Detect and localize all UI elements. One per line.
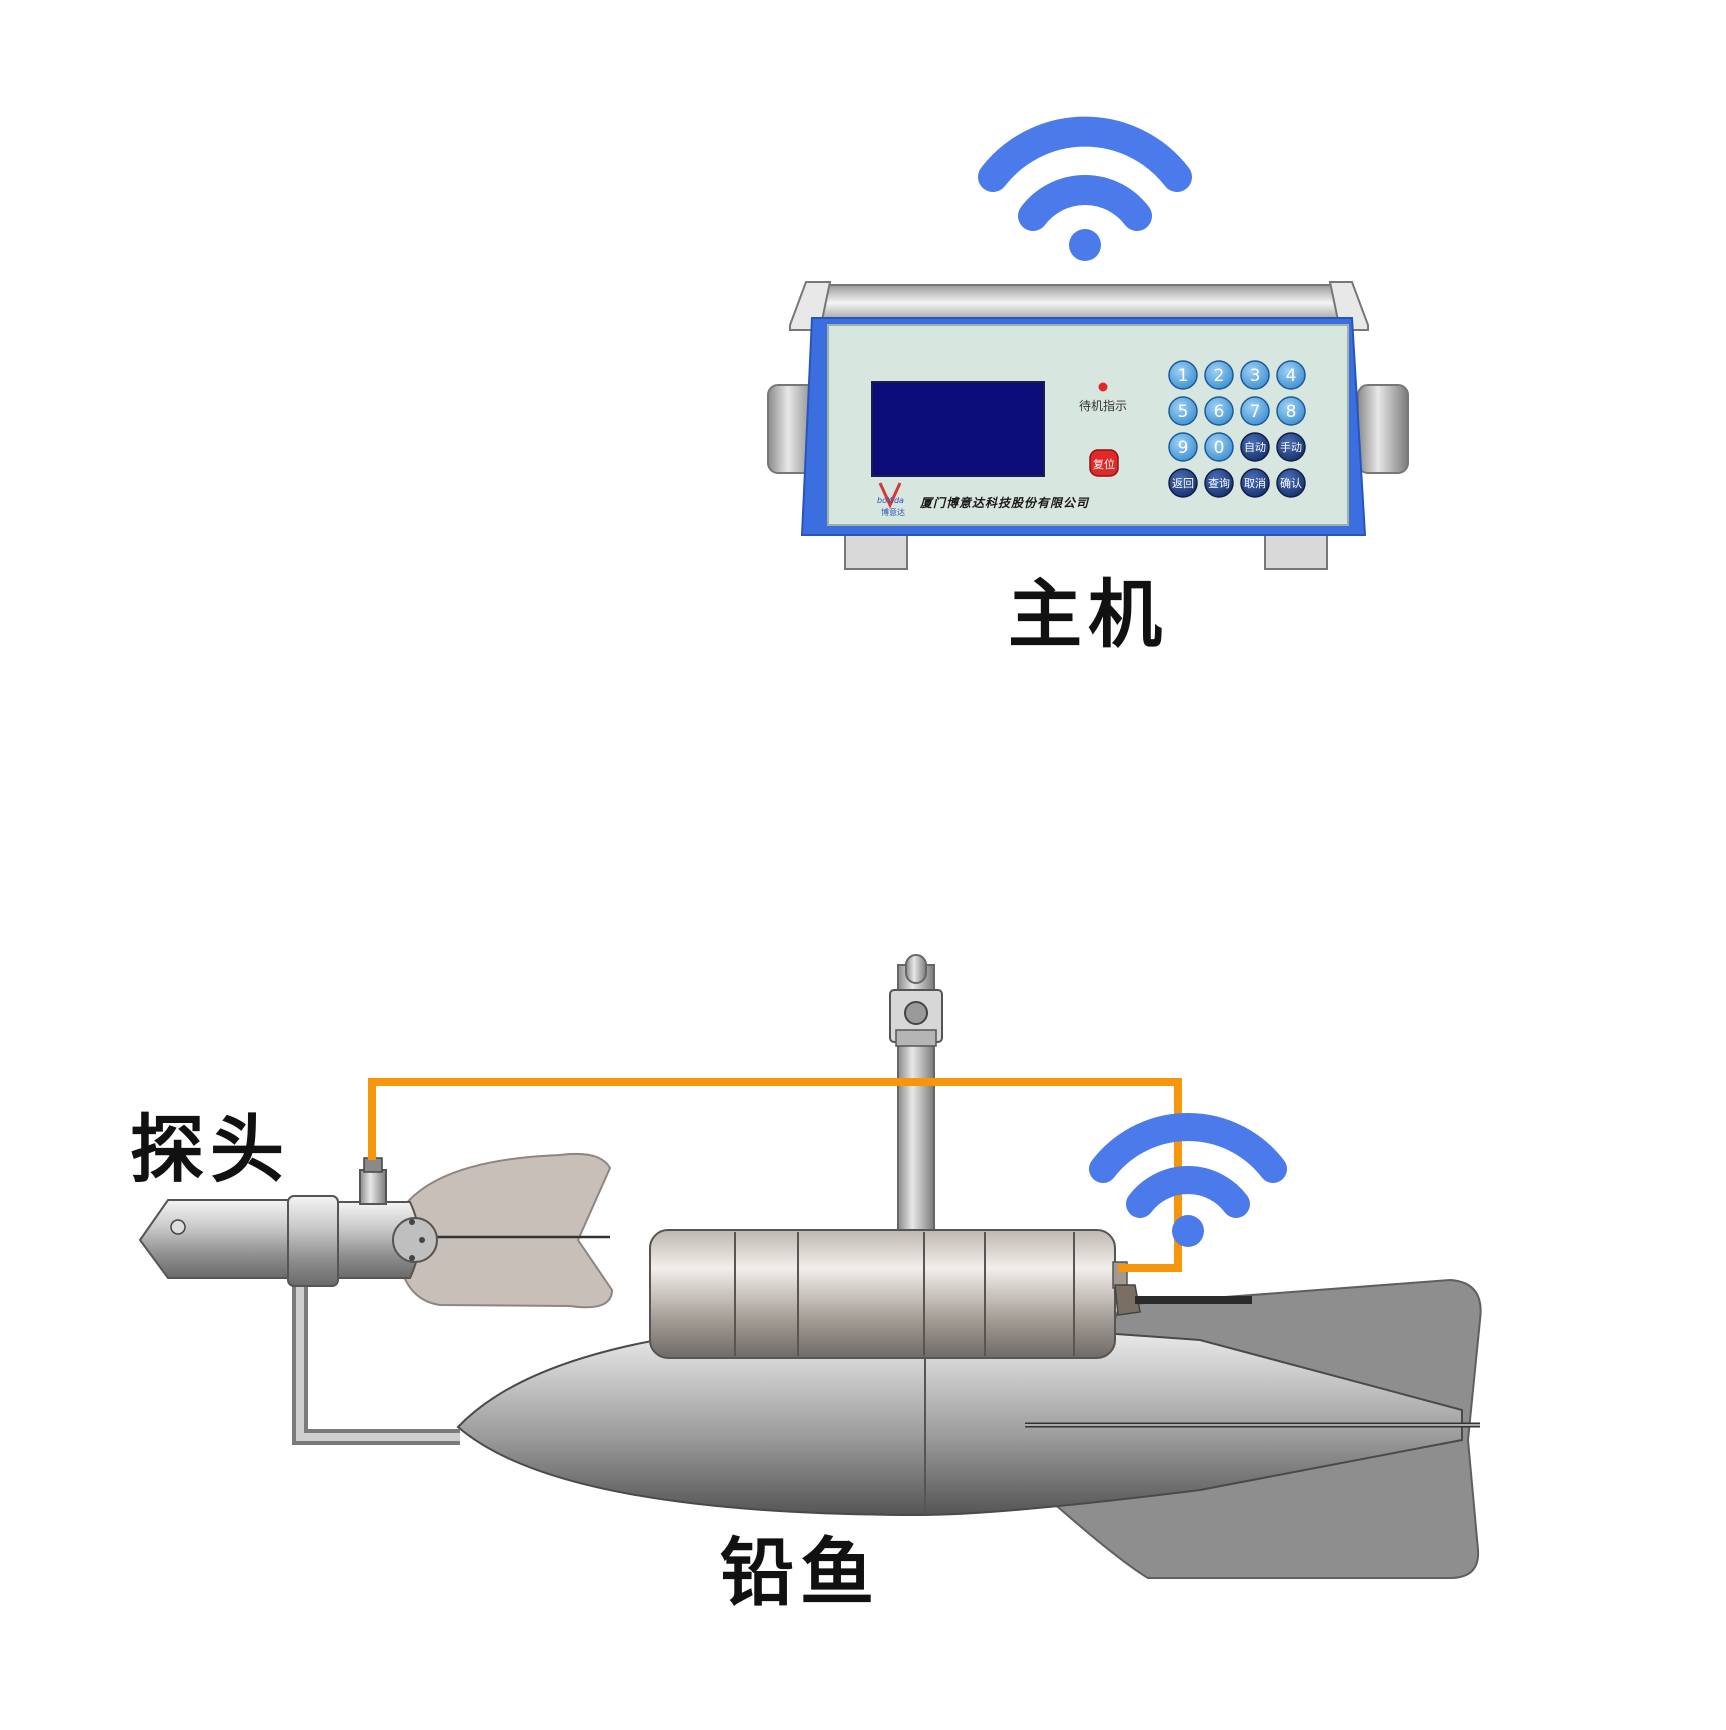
keypad-key-body[interactable]	[1204, 360, 1234, 390]
keypad-key-body[interactable]	[1168, 468, 1198, 498]
keypad-key-label: 1	[1178, 366, 1189, 386]
wifi-dot	[1069, 229, 1101, 261]
probe-nose	[138, 1199, 301, 1279]
keypad-key-body[interactable]	[1276, 360, 1306, 390]
keypad-key-body[interactable]	[1240, 396, 1270, 426]
host-label: 主机	[1008, 572, 1168, 658]
wifi-icon	[1089, 1113, 1287, 1247]
keypad-key[interactable]: 1	[1168, 360, 1198, 390]
probe-hub-dot	[409, 1219, 415, 1225]
keypad-key-body[interactable]	[1204, 468, 1234, 498]
keypad-key-body[interactable]	[1240, 360, 1270, 390]
foot-right	[1264, 534, 1328, 570]
probe-connector-post	[359, 1169, 387, 1205]
keypad-key[interactable]: 4	[1276, 360, 1306, 390]
probe-connector-nut	[363, 1157, 383, 1173]
keypad-key[interactable]: 确认	[1276, 468, 1306, 498]
wifi-arc-outer	[1089, 1113, 1287, 1183]
clamp-bolt	[904, 1001, 928, 1025]
keypad-key-body[interactable]	[1276, 396, 1306, 426]
keypad-key-body[interactable]	[1276, 468, 1306, 498]
keypad-key-body[interactable]	[1168, 360, 1198, 390]
keypad-key-label: 9	[1178, 438, 1189, 458]
logo-sub-text: 博意达	[881, 507, 905, 517]
probe-hub	[392, 1217, 438, 1263]
reset-button-body[interactable]	[1089, 449, 1119, 477]
keypad-key-body[interactable]	[1276, 432, 1306, 462]
keypad-key-label: 自动	[1244, 441, 1266, 454]
probe-fin	[397, 1152, 614, 1309]
reset-button-label: 复位	[1093, 457, 1115, 471]
clamp-base	[895, 1029, 937, 1047]
logo-mark	[878, 482, 902, 509]
keypad-key[interactable]: 9	[1168, 432, 1198, 462]
foot-left	[844, 534, 908, 570]
keypad-key-label: 7	[1250, 402, 1261, 422]
keypad-key[interactable]: 手动	[1276, 432, 1306, 462]
keypad-key-label: 5	[1178, 402, 1189, 422]
keypad-key-body[interactable]	[1168, 396, 1198, 426]
keypad-key[interactable]: 7	[1240, 396, 1270, 426]
company-name: 厦门博意达科技股份有限公司	[919, 496, 1090, 510]
cylinder-end-cap	[1114, 1284, 1141, 1316]
keypad-key[interactable]: 查询	[1204, 468, 1234, 498]
probe-support-tube-highlight	[296, 1270, 460, 1441]
keypad-key[interactable]: 0	[1204, 432, 1234, 462]
keypad-key-body[interactable]	[1168, 432, 1198, 462]
keypad-key[interactable]: 8	[1276, 396, 1306, 426]
keypad-key-label: 6	[1214, 402, 1225, 422]
standby-label: 待机指示	[1079, 398, 1127, 413]
logo-text: boYida	[877, 496, 904, 505]
signal-cable	[368, 1078, 1182, 1272]
probe-clamp	[287, 1195, 339, 1287]
wifi-dot	[1172, 1215, 1204, 1247]
probe-label: 探头	[130, 1107, 290, 1193]
keypad-key[interactable]: 3	[1240, 360, 1270, 390]
keypad-key[interactable]: 自动	[1240, 432, 1270, 462]
reset-button[interactable]: 复位	[1089, 449, 1119, 477]
wifi-arc-inner	[1126, 1166, 1250, 1218]
keypad-key[interactable]: 取消	[1240, 468, 1270, 498]
keypad-key-label: 查询	[1208, 476, 1230, 490]
sensor-cylinder	[649, 1229, 1116, 1359]
keypad-key-label: 2	[1214, 366, 1225, 386]
mast-top	[905, 954, 927, 984]
host-unit: boYida 博意达 厦门博意达科技股份有限公司 待机指示 复位 1 2 3 4 5 6 7…	[767, 116, 1409, 570]
company-logo: boYida 博意达	[877, 482, 905, 517]
right-knob	[1357, 384, 1409, 474]
keypad-key[interactable]: 5	[1168, 396, 1198, 426]
keypad-key-body[interactable]	[1240, 468, 1270, 498]
keypad-key[interactable]: 返回	[1168, 468, 1198, 498]
wifi-icon	[978, 116, 1192, 261]
probe-nose-screw	[170, 1219, 186, 1235]
host-screen	[871, 381, 1045, 477]
keypad-key-label: 手动	[1280, 440, 1302, 454]
keypad-key[interactable]: 2	[1204, 360, 1234, 390]
keypad-key-label: 0	[1214, 438, 1225, 458]
keypad-key-label: 取消	[1244, 476, 1266, 490]
keypad-key-body[interactable]	[1204, 432, 1234, 462]
keypad-key-label: 确认	[1280, 477, 1302, 490]
keypad-key-label: 4	[1286, 366, 1297, 386]
wifi-arc-outer	[978, 116, 1192, 192]
keypad-key-body[interactable]	[1240, 432, 1270, 462]
wifi-arc-inner	[1018, 175, 1152, 231]
probe-hub-dot	[419, 1237, 425, 1243]
lead-fish-label: 铅鱼	[720, 1530, 880, 1616]
keypad: 1 2 3 4 5 6 7 8 9 0 自动 手动返回 查询取消 确认	[1168, 360, 1306, 498]
keypad-key[interactable]: 6	[1204, 396, 1234, 426]
keypad-key-body[interactable]	[1204, 396, 1234, 426]
keypad-key-label: 返回	[1172, 477, 1194, 490]
standby-led	[1098, 382, 1108, 392]
keypad-key-label: 3	[1250, 366, 1261, 386]
lead-fish-assembly	[138, 954, 1482, 1579]
probe-hub-dot	[409, 1255, 415, 1261]
keypad-key-label: 8	[1286, 402, 1297, 422]
fish-body	[456, 1318, 1463, 1517]
